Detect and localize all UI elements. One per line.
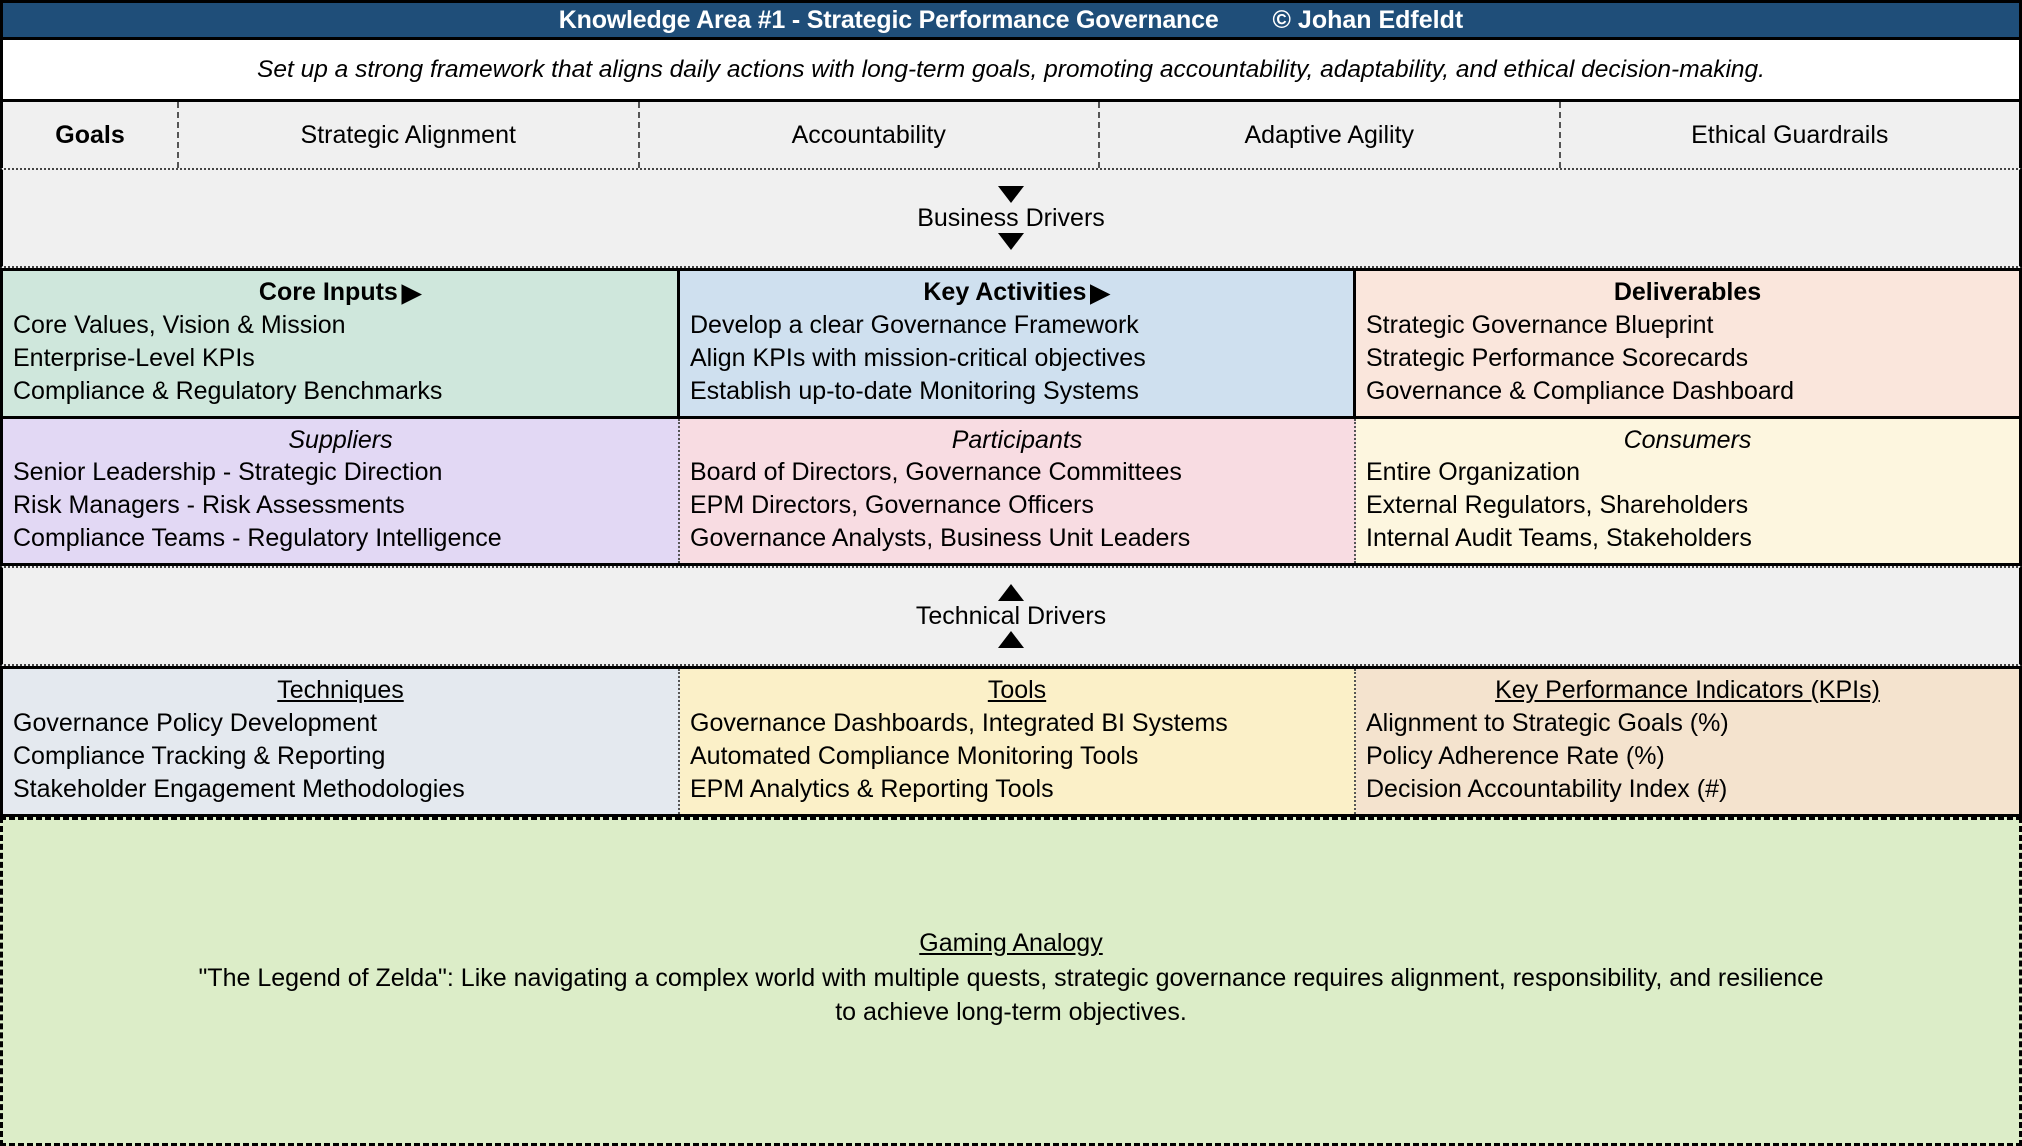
panel-participants-title: Participants — [951, 425, 1083, 454]
technical-drivers-label: Technical Drivers — [915, 601, 1107, 630]
page-title: Knowledge Area #1 - Strategic Performanc… — [558, 5, 1219, 34]
sipoc-row-techniques-tools-kpis: Techniques Governance Policy Development… — [0, 666, 2022, 817]
list-item: Automated Compliance Monitoring Tools — [690, 741, 1139, 770]
list-item: Strategic Performance Scorecards — [1366, 343, 1749, 372]
gaming-analogy-panel: Gaming Analogy "The Legend of Zelda": Li… — [0, 816, 2022, 1146]
list-item: EPM Analytics & Reporting Tools — [690, 774, 1054, 803]
goal-strategic-alignment: Strategic Alignment — [179, 102, 640, 168]
author-credit: © Johan Edfeldt — [1272, 5, 1464, 34]
list-item: Strategic Governance Blueprint — [1366, 310, 1714, 339]
panel-consumers-title: Consumers — [1623, 425, 1752, 454]
purpose-statement: Set up a strong framework that aligns da… — [0, 40, 2022, 102]
panel-deliverables: Deliverables Strategic Governance Bluepr… — [1356, 271, 2019, 416]
triangle-down-icon — [998, 233, 1024, 251]
sipoc-row-inputs-activities-deliverables: Core Inputs▶ Core Values, Vision & Missi… — [0, 268, 2022, 416]
panel-key-activities-title-text: Key Activities — [923, 278, 1087, 306]
list-item: Develop a clear Governance Framework — [690, 310, 1139, 339]
panel-techniques: Techniques Governance Policy Development… — [3, 669, 680, 814]
panel-kpis-title: Key Performance Indicators (KPIs) — [1495, 676, 1880, 704]
panel-key-activities: Key Activities▶ Develop a clear Governan… — [680, 271, 1356, 416]
panel-tools-title: Tools — [987, 676, 1047, 704]
triangle-up-icon — [998, 583, 1024, 601]
technical-drivers-band: Technical Drivers — [0, 566, 2022, 666]
list-item: Enterprise-Level KPIs — [13, 343, 255, 372]
panel-core-inputs-title: Core Inputs▶ — [13, 277, 667, 308]
list-item: Compliance Teams - Regulatory Intelligen… — [13, 524, 502, 552]
list-item: Risk Managers - Risk Assessments — [13, 491, 405, 519]
triangle-right-icon: ▶ — [1090, 279, 1110, 307]
list-item: Establish up-to-date Monitoring Systems — [690, 376, 1139, 405]
list-item: Alignment to Strategic Goals (%) — [1366, 708, 1729, 737]
list-item: EPM Directors, Governance Officers — [690, 491, 1094, 519]
title-bar: Knowledge Area #1 - Strategic Performanc… — [0, 0, 2022, 40]
panel-deliverables-title: Deliverables — [1613, 278, 1762, 306]
goals-label: Goals — [3, 102, 179, 168]
list-item: External Regulators, Shareholders — [1366, 491, 1749, 519]
panel-consumers: Consumers Entire Organization External R… — [1356, 418, 2019, 563]
panel-techniques-title: Techniques — [277, 676, 404, 704]
gaming-analogy-text: "The Legend of Zelda": Like navigating a… — [198, 964, 1824, 1026]
list-item: Board of Directors, Governance Committee… — [690, 458, 1182, 486]
panel-core-inputs-title-text: Core Inputs — [258, 278, 398, 306]
business-drivers-label: Business Drivers — [917, 203, 1105, 232]
triangle-down-icon — [998, 185, 1024, 203]
gaming-analogy-heading: Gaming Analogy — [919, 929, 1103, 957]
triangle-up-icon — [998, 631, 1024, 649]
goals-row: Goals Strategic Alignment Accountability… — [0, 102, 2022, 168]
panel-core-inputs: Core Inputs▶ Core Values, Vision & Missi… — [3, 271, 680, 416]
list-item: Governance & Compliance Dashboard — [1366, 376, 1795, 405]
list-item: Governance Policy Development — [13, 708, 378, 737]
list-item: Stakeholder Engagement Methodologies — [13, 774, 465, 803]
list-item: Internal Audit Teams, Stakeholders — [1366, 524, 1752, 552]
list-item: Compliance Tracking & Reporting — [13, 741, 386, 770]
list-item: Senior Leadership - Strategic Direction — [13, 458, 443, 486]
list-item: Decision Accountability Index (#) — [1366, 774, 1728, 803]
list-item: Governance Dashboards, Integrated BI Sys… — [690, 708, 1228, 737]
panel-kpis: Key Performance Indicators (KPIs) Alignm… — [1356, 669, 2019, 814]
list-item: Entire Organization — [1366, 458, 1581, 486]
purpose-text: Set up a strong framework that aligns da… — [257, 55, 1765, 83]
panel-suppliers-title: Suppliers — [288, 425, 393, 454]
list-item: Compliance & Regulatory Benchmarks — [13, 376, 443, 405]
list-item: Policy Adherence Rate (%) — [1366, 741, 1665, 770]
triangle-right-icon: ▶ — [401, 279, 422, 307]
goal-accountability: Accountability — [640, 102, 1100, 168]
panel-tools: Tools Governance Dashboards, Integrated … — [680, 669, 1356, 814]
panel-participants: Participants Board of Directors, Governa… — [680, 418, 1356, 563]
goal-ethical-guardrails: Ethical Guardrails — [1691, 120, 1889, 149]
panel-suppliers: Suppliers Senior Leadership - Strategic … — [3, 418, 680, 563]
list-item: Align KPIs with mission-critical objecti… — [690, 343, 1146, 372]
goal-adaptive-agility: Adaptive Agility — [1100, 102, 1561, 168]
sipoc-row-suppliers-participants-consumers: Suppliers Senior Leadership - Strategic … — [0, 415, 2022, 566]
list-item: Governance Analysts, Business Unit Leade… — [690, 524, 1191, 552]
panel-key-activities-title: Key Activities▶ — [690, 277, 1343, 308]
business-drivers-band: Business Drivers — [0, 168, 2022, 268]
list-item: Core Values, Vision & Mission — [13, 310, 346, 339]
